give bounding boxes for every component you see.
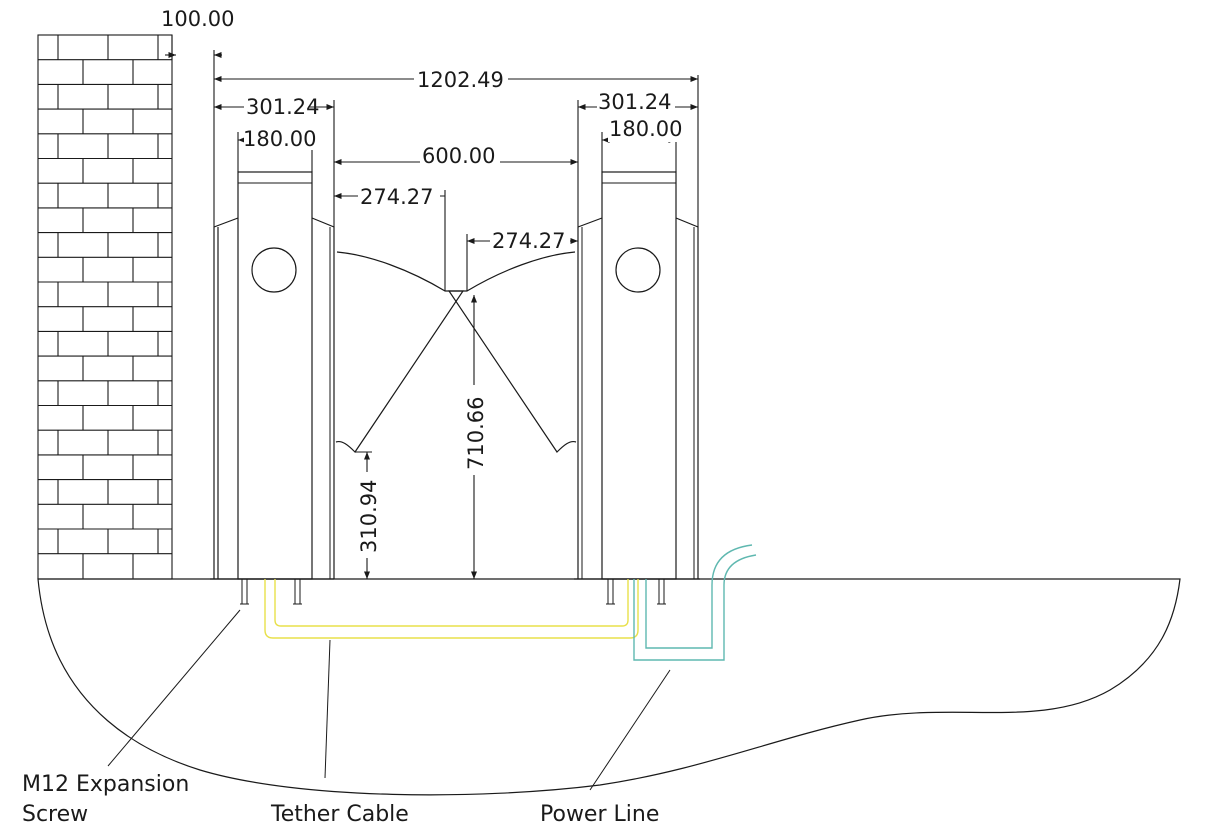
screw-leader-line — [107, 609, 241, 767]
expansion-screws — [240, 579, 666, 605]
dim-right-wing: 274.27 — [466, 228, 578, 291]
dim-right-core: 180.00 — [601, 117, 686, 172]
left-wing — [335, 251, 465, 453]
left-cabinet — [210, 171, 335, 580]
tether-label: Tether Cable — [270, 802, 409, 827]
dim-right-cabinet: 301.24 — [577, 90, 698, 227]
dim-wing-bottom-height: 310.94 — [355, 451, 381, 579]
dim-right-core-label: 180.00 — [609, 117, 682, 141]
dim-passage-label: 600.00 — [422, 144, 495, 168]
dim-wing-top-height-label: 710.66 — [464, 397, 488, 470]
screw-label-line1: M12 Expansion — [22, 772, 189, 797]
tether-cable — [264, 579, 639, 639]
power-leader-line — [589, 669, 671, 791]
brick-wall — [37, 34, 173, 580]
right-cabinet — [574, 171, 700, 580]
dim-passage: 600.00 — [334, 144, 578, 172]
dim-left-core: 180.00 — [237, 126, 318, 172]
screw-label-line2: Screw — [22, 802, 88, 827]
power-line — [633, 544, 757, 661]
dim-left-cabinet: 301.24 — [214, 94, 335, 227]
dim-left-cabinet-label: 301.24 — [246, 95, 319, 119]
dim-overall: 1202.49 — [214, 66, 699, 227]
left-sensor-window — [251, 247, 297, 293]
dim-wing-bottom-height-label: 310.94 — [357, 480, 381, 553]
ground-section — [37, 578, 1181, 796]
dim-wall-gap-label: 100.00 — [161, 7, 234, 31]
dim-left-core-label: 180.00 — [243, 127, 316, 151]
dim-right-wing-label: 274.27 — [492, 229, 565, 253]
dim-left-wing: 274.27 — [334, 184, 446, 291]
dim-overall-label: 1202.49 — [417, 68, 504, 92]
dim-left-wing-label: 274.27 — [360, 185, 433, 209]
dim-wing-top-height: 710.66 — [462, 295, 488, 579]
power-label: Power Line — [540, 802, 659, 827]
dim-right-cabinet-label: 301.24 — [598, 90, 671, 114]
right-sensor-window — [615, 247, 661, 293]
tether-leader-line — [324, 639, 331, 779]
